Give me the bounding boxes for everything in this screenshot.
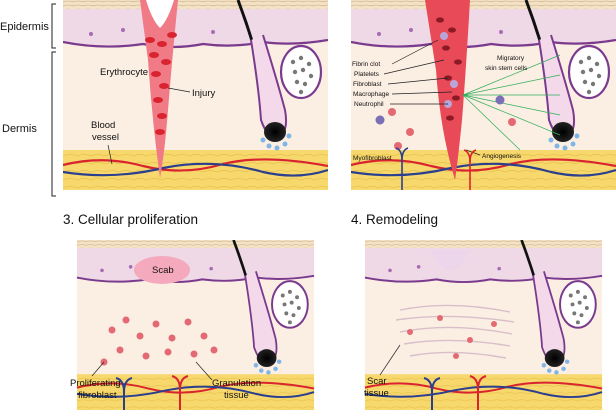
wound-cleft — [140, 0, 178, 178]
erythrocyte-label: Erythrocyte — [100, 67, 148, 78]
scar-label-2: tissue — [364, 388, 389, 399]
erythrocyte-cluster — [145, 32, 177, 135]
blood-vessel-label-2: vessel — [92, 132, 119, 143]
granulation-label-1: Granulation — [212, 378, 261, 389]
blood-vessel-label-1: Blood — [91, 120, 115, 131]
fibrin-clot-label: Fibrin clot — [352, 61, 380, 68]
fibroblast-label: Fibroblast — [353, 81, 382, 88]
platelets-label: Platelets — [354, 71, 380, 78]
stem-cell-rays — [462, 54, 561, 151]
injury-label: Injury — [192, 88, 215, 99]
panel-4-skin — [363, 240, 604, 410]
migratory-label-2: skin stem cells — [485, 65, 528, 72]
proliferating-label-1: Proliferating — [70, 378, 121, 389]
neutrophil-label: Neutrophil — [354, 101, 384, 108]
scar-label-1: Scar — [367, 376, 387, 387]
fibrin-clot — [425, 0, 470, 180]
panel-4-title: 4. Remodeling — [351, 212, 438, 227]
proliferating-fibroblasts — [100, 316, 218, 366]
epidermis-label: Epidermis — [0, 21, 49, 33]
proliferating-label-2: fibroblast — [78, 390, 117, 401]
migratory-label-1: Migratory — [497, 55, 525, 62]
angiogenesis-label: Angiogenesis — [482, 153, 522, 160]
panel-3-title: 3. Cellular proliferation — [63, 212, 198, 227]
layer-bracket — [51, 3, 56, 197]
macrophage-label: Macrophage — [353, 91, 390, 98]
granulation-label-2: tissue — [224, 390, 249, 401]
scab-label: Scab — [152, 265, 174, 276]
scab — [134, 256, 190, 284]
myofibroblast-label: Myofibroblast — [353, 155, 392, 162]
dermis-label: Dermis — [2, 123, 37, 135]
